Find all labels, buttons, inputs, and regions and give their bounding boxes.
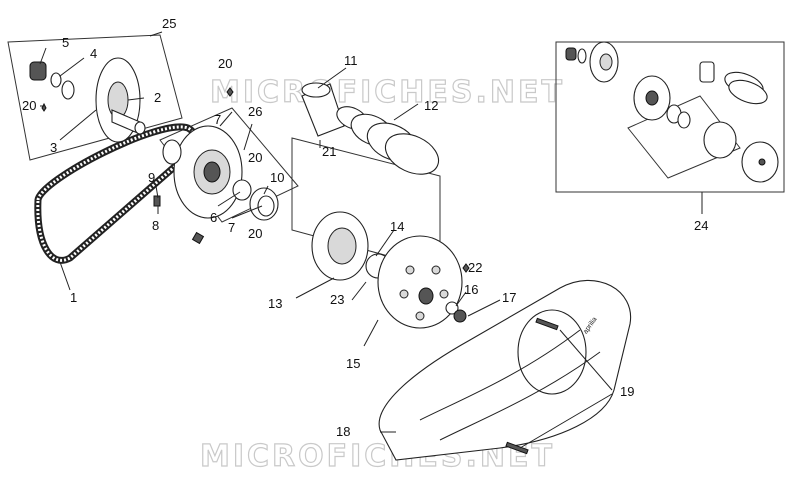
callout-10: 10 xyxy=(270,170,284,185)
callout-15: 15 xyxy=(346,356,360,371)
front-pulley-assembly xyxy=(29,57,146,143)
callout-12: 12 xyxy=(424,98,438,113)
callout-11: 11 xyxy=(344,53,358,68)
variator-assembly xyxy=(153,87,279,245)
callout-20-c: 20 xyxy=(248,150,262,165)
callout-9: 9 xyxy=(148,170,155,185)
callout-19: 19 xyxy=(620,384,634,399)
callout-21: 21 xyxy=(322,144,336,159)
callout-3: 3 xyxy=(50,140,57,155)
callout-20-d: 20 xyxy=(248,226,262,241)
leader-lines xyxy=(39,31,703,449)
callout-1: 1 xyxy=(70,290,77,305)
callout-5: 5 xyxy=(62,35,69,50)
callout-13: 13 xyxy=(268,296,282,311)
callout-7-a: 7 xyxy=(214,112,221,127)
callout-17: 17 xyxy=(502,290,516,305)
callout-6: 6 xyxy=(210,210,217,225)
inset-box-24 xyxy=(555,41,785,193)
transmission-cover: aprilia xyxy=(378,279,632,461)
callout-2: 2 xyxy=(154,90,161,105)
callout-23: 23 xyxy=(330,292,344,307)
callout-16: 16 xyxy=(464,282,478,297)
callout-26: 26 xyxy=(248,104,262,119)
callout-25: 25 xyxy=(162,16,176,31)
clutch-assembly xyxy=(311,211,391,281)
housing-11 xyxy=(301,82,345,137)
callout-20-b: 20 xyxy=(218,56,232,71)
inset-parts xyxy=(565,41,779,183)
callouts: 5 4 20 2 3 25 20 7 26 20 9 10 8 6 7 20 1… xyxy=(22,16,708,439)
callout-22: 22 xyxy=(468,260,482,275)
callout-20-a: 20 xyxy=(22,98,36,113)
callout-18: 18 xyxy=(336,424,350,439)
clutch-drum-15 xyxy=(377,235,470,329)
callout-7-b: 7 xyxy=(228,220,235,235)
spring-12 xyxy=(336,106,440,175)
callout-24: 24 xyxy=(694,218,708,233)
callout-8: 8 xyxy=(152,218,159,233)
group-box-25 xyxy=(7,34,183,161)
callout-4: 4 xyxy=(90,46,97,61)
watermark-top: MICROFICHES.NET xyxy=(210,75,565,110)
callout-14: 14 xyxy=(390,219,404,234)
